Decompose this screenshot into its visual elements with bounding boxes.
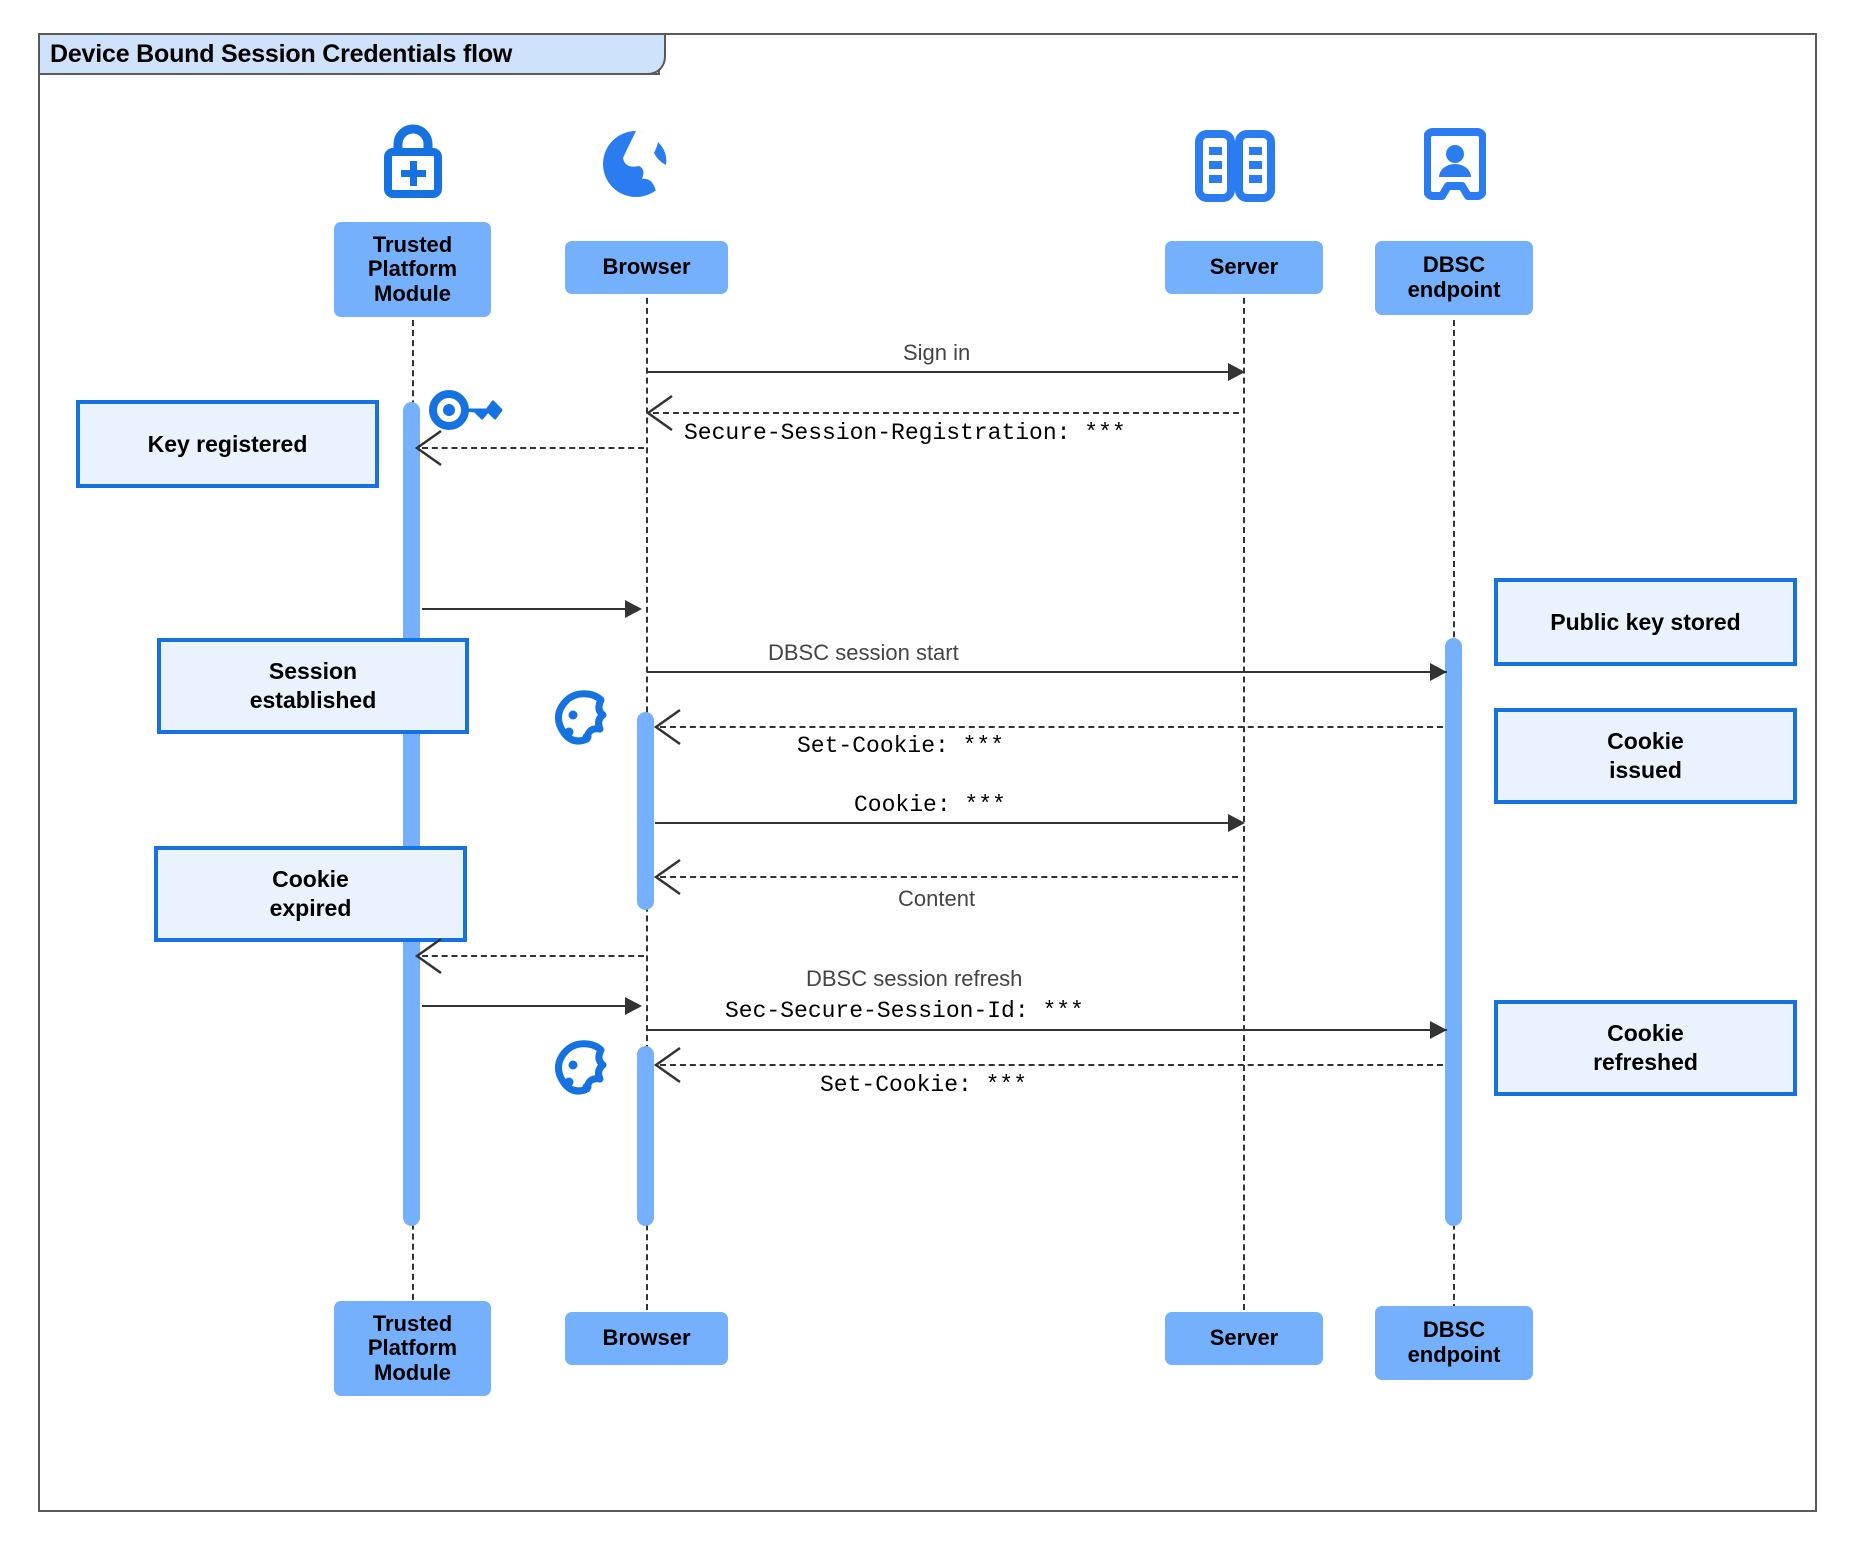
participant-dbsc-label-line1: DBSC [1422, 252, 1486, 278]
message-line-tpm-to-browser-refresh [422, 1005, 634, 1007]
globe-icon [598, 128, 674, 205]
message-label-set-cookie-1: Set-Cookie: *** [797, 733, 1005, 759]
padlock-plus-icon [372, 122, 454, 203]
message-label-cookie: Cookie: *** [854, 792, 1006, 818]
arrowhead-tpm-to-browser-refresh [625, 997, 642, 1015]
message-line-tpm-to-browser-key [422, 608, 634, 610]
message-label-secure-session-registration: Secure-Session-Registration: *** [684, 420, 1126, 446]
participant-tpm-bottom[interactable]: Trusted Platform Module [334, 1301, 491, 1396]
participant-dbsc-bottom-label-line1: DBSC [1422, 1317, 1486, 1343]
message-line-browser-to-tpm-refresh [422, 955, 644, 957]
message-label-sign-in: Sign in [903, 340, 971, 365]
key-icon [427, 386, 505, 439]
participant-server-label: Server [1209, 254, 1279, 280]
participant-dbsc-bottom-label-line2: endpoint [1407, 1342, 1501, 1367]
note-cookie-issued: Cookie issued [1494, 708, 1797, 804]
note-cookie-expired-line2: expired [269, 895, 352, 921]
note-cookie-issued-line1: Cookie [1607, 728, 1684, 755]
lifeline-server [1243, 278, 1245, 1320]
cookie-icon [549, 1040, 619, 1111]
arrowhead-dbsc-session-refresh [1430, 1021, 1447, 1039]
participant-tpm-bottom-label-line1: Trusted [372, 1310, 453, 1336]
message-label-content: Content [898, 886, 976, 911]
note-cookie-issued-line2: issued [1609, 757, 1682, 783]
message-line-browser-to-tpm-register [422, 447, 644, 449]
message-label-dbsc-session-start: DBSC session start [768, 640, 959, 665]
arrowhead-tpm-to-browser-key [625, 600, 642, 618]
participant-tpm-top[interactable]: Trusted Platform Module [334, 222, 491, 317]
note-cookie-refreshed-line1: Cookie [1607, 1020, 1684, 1047]
note-public-key-stored-text: Public key stored [1550, 608, 1741, 635]
message-line-secure-session-registration [653, 412, 1239, 414]
participant-dbsc-bottom[interactable]: DBSC endpoint [1375, 1306, 1533, 1380]
note-session-established-line2: established [249, 687, 377, 713]
message-line-sign-in [647, 371, 1237, 373]
message-line-cookie [655, 822, 1237, 824]
activation-dbsc [1445, 638, 1462, 1226]
participant-browser-bottom-label: Browser [602, 1325, 691, 1351]
participant-dbsc-top[interactable]: DBSC endpoint [1375, 241, 1533, 315]
message-label-sec-secure-session-id: Sec-Secure-Session-Id: *** [725, 998, 1084, 1024]
message-line-content [660, 876, 1238, 878]
participant-tpm-label-line2: Platform [367, 256, 458, 282]
arrowhead-dbsc-session-start [1430, 663, 1447, 681]
activation-browser-1 [637, 712, 654, 910]
participant-tpm-bottom-label-line3: Module [374, 1359, 451, 1385]
message-label-set-cookie-2: Set-Cookie: *** [820, 1072, 1028, 1098]
message-line-set-cookie-1 [660, 726, 1443, 728]
note-public-key-stored: Public key stored [1494, 578, 1797, 666]
id-badge-icon [1423, 128, 1487, 209]
participant-server-bottom[interactable]: Server [1165, 1312, 1323, 1365]
message-label-dbsc-session-refresh: DBSC session refresh [806, 966, 1023, 991]
diagram-frame-tab: Device Bound Session Credentials flow [38, 33, 660, 75]
message-line-dbsc-session-refresh [647, 1029, 1447, 1031]
participant-browser-top[interactable]: Browser [565, 241, 728, 294]
note-cookie-refreshed: Cookie refreshed [1494, 1000, 1797, 1096]
note-cookie-refreshed-line2: refreshed [1593, 1049, 1698, 1075]
arrowhead-sign-in [1228, 363, 1245, 381]
diagram-title: Device Bound Session Credentials flow [50, 39, 513, 68]
participant-server-bottom-label: Server [1209, 1325, 1279, 1351]
note-cookie-expired-line1: Cookie [272, 866, 349, 893]
cookie-icon [549, 690, 619, 761]
participant-tpm-label-line1: Trusted [372, 231, 453, 257]
participant-tpm-label-line3: Module [374, 280, 451, 306]
arrowhead-cookie [1228, 814, 1245, 832]
note-cookie-expired: Cookie expired [154, 846, 467, 942]
participant-tpm-bottom-label-line2: Platform [367, 1335, 458, 1361]
participant-dbsc-label-line2: endpoint [1407, 277, 1501, 302]
message-line-set-cookie-2 [660, 1064, 1443, 1066]
participant-server-top[interactable]: Server [1165, 241, 1323, 294]
activation-browser-2 [637, 1046, 654, 1226]
server-rack-icon [1193, 130, 1277, 207]
note-key-registered: Key registered [76, 400, 379, 488]
activation-tpm [403, 402, 420, 1226]
participant-browser-label: Browser [602, 254, 691, 280]
note-session-established: Session established [157, 638, 469, 734]
note-key-registered-text: Key registered [147, 430, 308, 457]
note-session-established-line1: Session [268, 658, 358, 685]
participant-browser-bottom[interactable]: Browser [565, 1312, 728, 1365]
message-line-dbsc-session-start [647, 671, 1447, 673]
